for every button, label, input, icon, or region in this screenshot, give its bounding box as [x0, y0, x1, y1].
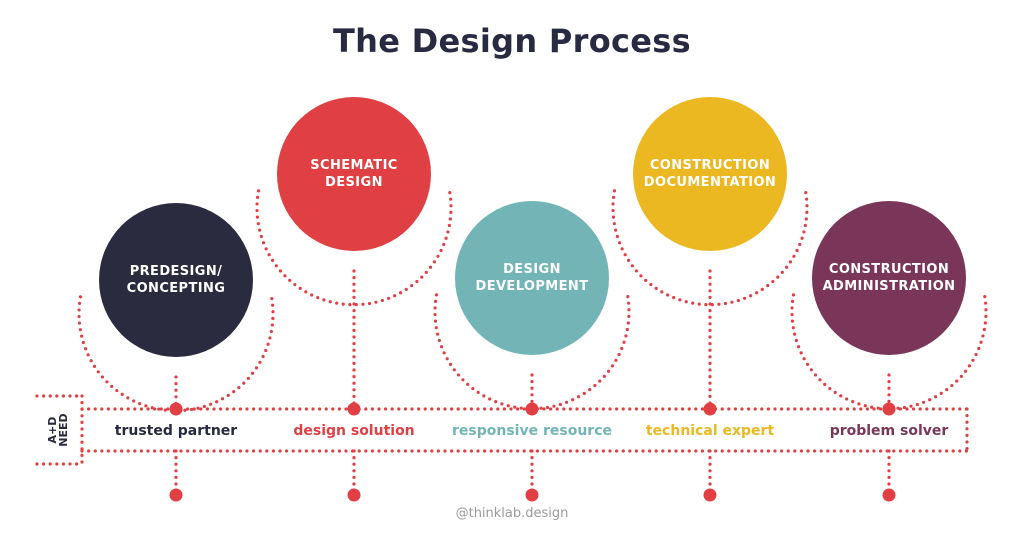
end-node-dot	[347, 488, 361, 502]
stage-circle	[277, 97, 431, 251]
stage-label: PREDESIGN/CONCEPTING	[99, 260, 253, 300]
need-label: technical expert	[645, 423, 775, 439]
credit-text: @thinklab.design	[455, 506, 569, 521]
end-node-dot	[882, 488, 896, 502]
need-label: responsive resource	[452, 423, 612, 439]
stage-label-line1: DESIGN	[503, 262, 561, 277]
end-node-dot	[703, 488, 717, 502]
stage-circle	[455, 201, 609, 355]
stage-label-line1: SCHEMATIC	[310, 158, 398, 173]
stage-label-line2: DOCUMENTATION	[643, 175, 777, 190]
page-title: The Design Process	[333, 22, 691, 60]
band-node-dot	[525, 402, 539, 416]
band-node-dot	[703, 402, 717, 416]
band-node-dot	[169, 402, 183, 416]
band-node-dot	[882, 402, 896, 416]
stage-label: SCHEMATIC DESIGN	[277, 154, 431, 194]
stage-label-line1: CONSTRUCTION	[828, 262, 950, 277]
stage-label-line2: DEVELOPMENT	[475, 279, 589, 294]
stage-label: CONSTRUCTION ADMINISTRATION	[812, 258, 966, 298]
stage-circle	[633, 97, 787, 251]
row-label-line2: NEED	[57, 413, 70, 447]
stage-label-line2: DESIGN	[325, 175, 383, 190]
need-label: problem solver	[829, 423, 949, 439]
stage-circle	[99, 203, 253, 357]
need-label: trusted partner	[114, 423, 238, 439]
stage-label: DESIGN DEVELOPMENT	[455, 258, 609, 298]
band-node-dot	[347, 402, 361, 416]
stage-label-line2: CONCEPTING	[126, 281, 226, 296]
end-node-dot	[525, 488, 539, 502]
stage-label-line2: ADMINISTRATION	[822, 279, 956, 294]
stage-label-line1: CONSTRUCTION	[649, 158, 771, 173]
end-node-dot	[169, 488, 183, 502]
stage-label-line1: PREDESIGN/	[129, 264, 223, 279]
stage-circle	[812, 201, 966, 355]
need-label: design solution	[293, 423, 415, 439]
row-label-ad-need: A+D NEED	[46, 400, 71, 460]
stage-label: CONSTRUCTION DOCUMENTATION	[633, 154, 787, 194]
